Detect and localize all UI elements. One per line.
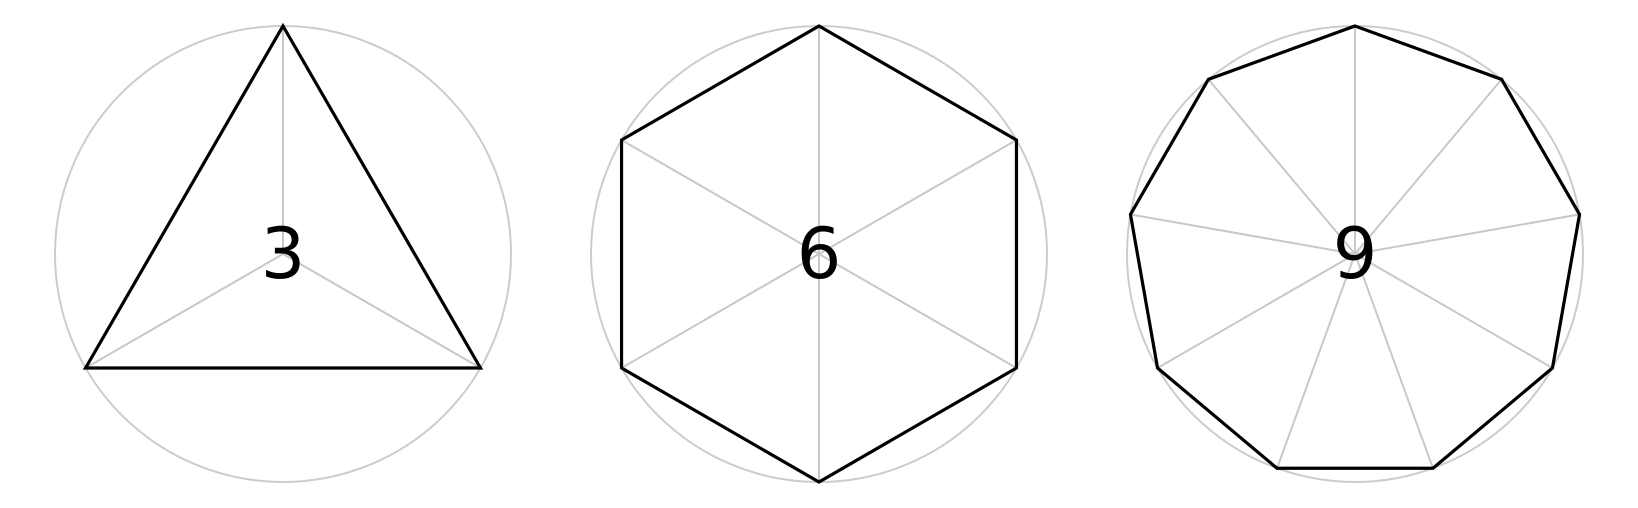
polygon-outline (82, 22, 484, 370)
spoke (818, 139, 1017, 255)
spokes (621, 26, 1017, 482)
spokes (1130, 26, 1580, 469)
spoke (85, 253, 284, 369)
side-count-label: 9 (1333, 213, 1378, 295)
spoke (1354, 253, 1434, 469)
spoke (1130, 213, 1356, 255)
spoke (1354, 213, 1580, 255)
side-count-label: 3 (261, 213, 306, 295)
spoke (818, 253, 1017, 369)
spoke (1354, 78, 1503, 255)
figure-triangle: 3 (54, 22, 512, 483)
spoke (1207, 78, 1356, 255)
spoke (621, 139, 820, 255)
figure-nonagon: 9 (1126, 24, 1584, 483)
spoke (1157, 253, 1356, 369)
spoke (1276, 253, 1356, 469)
spoke (282, 253, 481, 369)
spoke (621, 253, 820, 369)
side-count-label: 6 (797, 213, 842, 295)
polygon-outline (619, 24, 1019, 484)
spokes (85, 26, 481, 369)
spoke (1354, 253, 1553, 369)
polygon-outline (1128, 24, 1582, 470)
figure-hexagon: 6 (590, 24, 1048, 484)
